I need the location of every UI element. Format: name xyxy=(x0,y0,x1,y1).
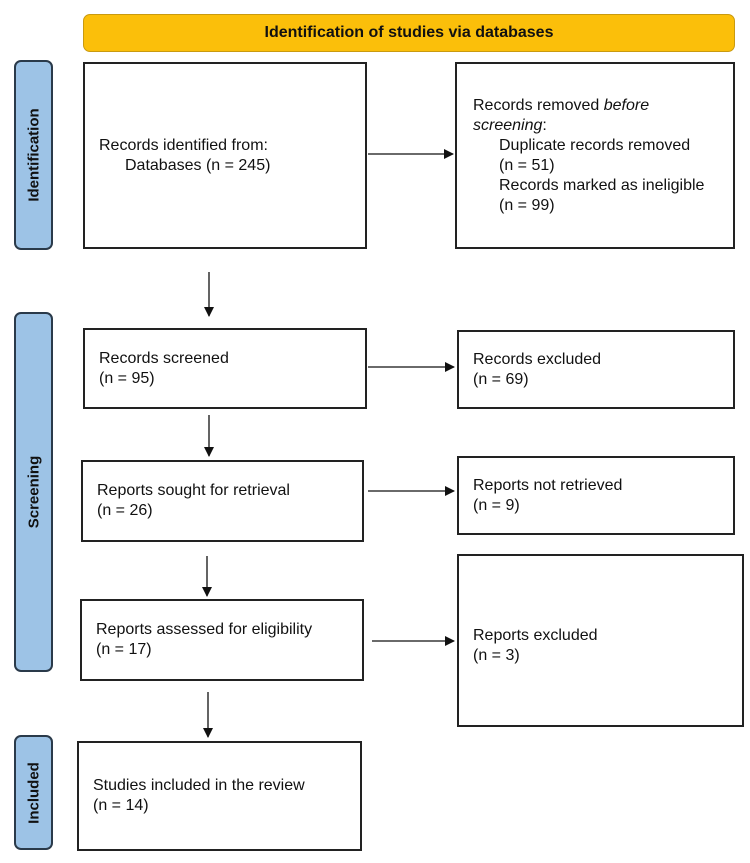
phase-included: Included xyxy=(14,735,53,850)
box-text: Reports not retrieved xyxy=(473,476,623,494)
reports-excluded-box: Reports excluded (n = 3) xyxy=(457,554,744,727)
reports-assessed-box: Reports assessed for eligibility (n = 17) xyxy=(80,599,364,681)
box-count: (n = 99) xyxy=(499,196,555,214)
box-count: (n = 69) xyxy=(473,370,529,388)
box-text: Records excluded xyxy=(473,350,602,368)
box-count: (n = 14) xyxy=(93,797,149,814)
box-text: Records removed before xyxy=(473,96,650,114)
box-text: Reports excluded xyxy=(473,627,598,644)
records-screened-box: Records screened (n = 95) xyxy=(83,328,367,409)
box-count: (n = 17) xyxy=(96,641,152,658)
box-text: Records identified from: xyxy=(99,136,268,154)
box-text: Duplicate records removed xyxy=(499,136,691,154)
box-count: Databases (n = 245) xyxy=(125,156,271,174)
records-excluded-box: Records excluded (n = 69) xyxy=(457,330,735,409)
box-count: (n = 9) xyxy=(473,496,520,514)
studies-included-box: Studies included in the review (n = 14) xyxy=(77,741,362,851)
box-count: (n = 95) xyxy=(99,369,155,387)
box-count: (n = 51) xyxy=(499,156,555,174)
box-count: (n = 3) xyxy=(473,647,520,664)
records-identified-box: Records identified from: Databases (n = … xyxy=(83,62,367,249)
header-banner: Identification of studies via databases xyxy=(83,14,735,52)
records-removed-box: Records removed before screening: Duplic… xyxy=(455,62,735,249)
reports-not-retrieved-box: Reports not retrieved (n = 9) xyxy=(457,456,735,535)
box-text: Records screened xyxy=(99,349,229,367)
box-text: Reports sought for retrieval xyxy=(97,482,290,499)
box-text: Studies included in the review xyxy=(93,777,305,794)
reports-sought-box: Reports sought for retrieval (n = 26) xyxy=(81,460,364,542)
header-title: Identification of studies via databases xyxy=(264,24,554,41)
box-count: (n = 26) xyxy=(97,502,153,519)
box-text: screening: xyxy=(473,116,547,134)
box-text: Reports assessed for eligibility xyxy=(96,621,313,638)
phase-identification: Identification xyxy=(14,60,53,250)
box-text: Records marked as ineligible xyxy=(499,176,705,194)
phase-screening: Screening xyxy=(14,312,53,672)
